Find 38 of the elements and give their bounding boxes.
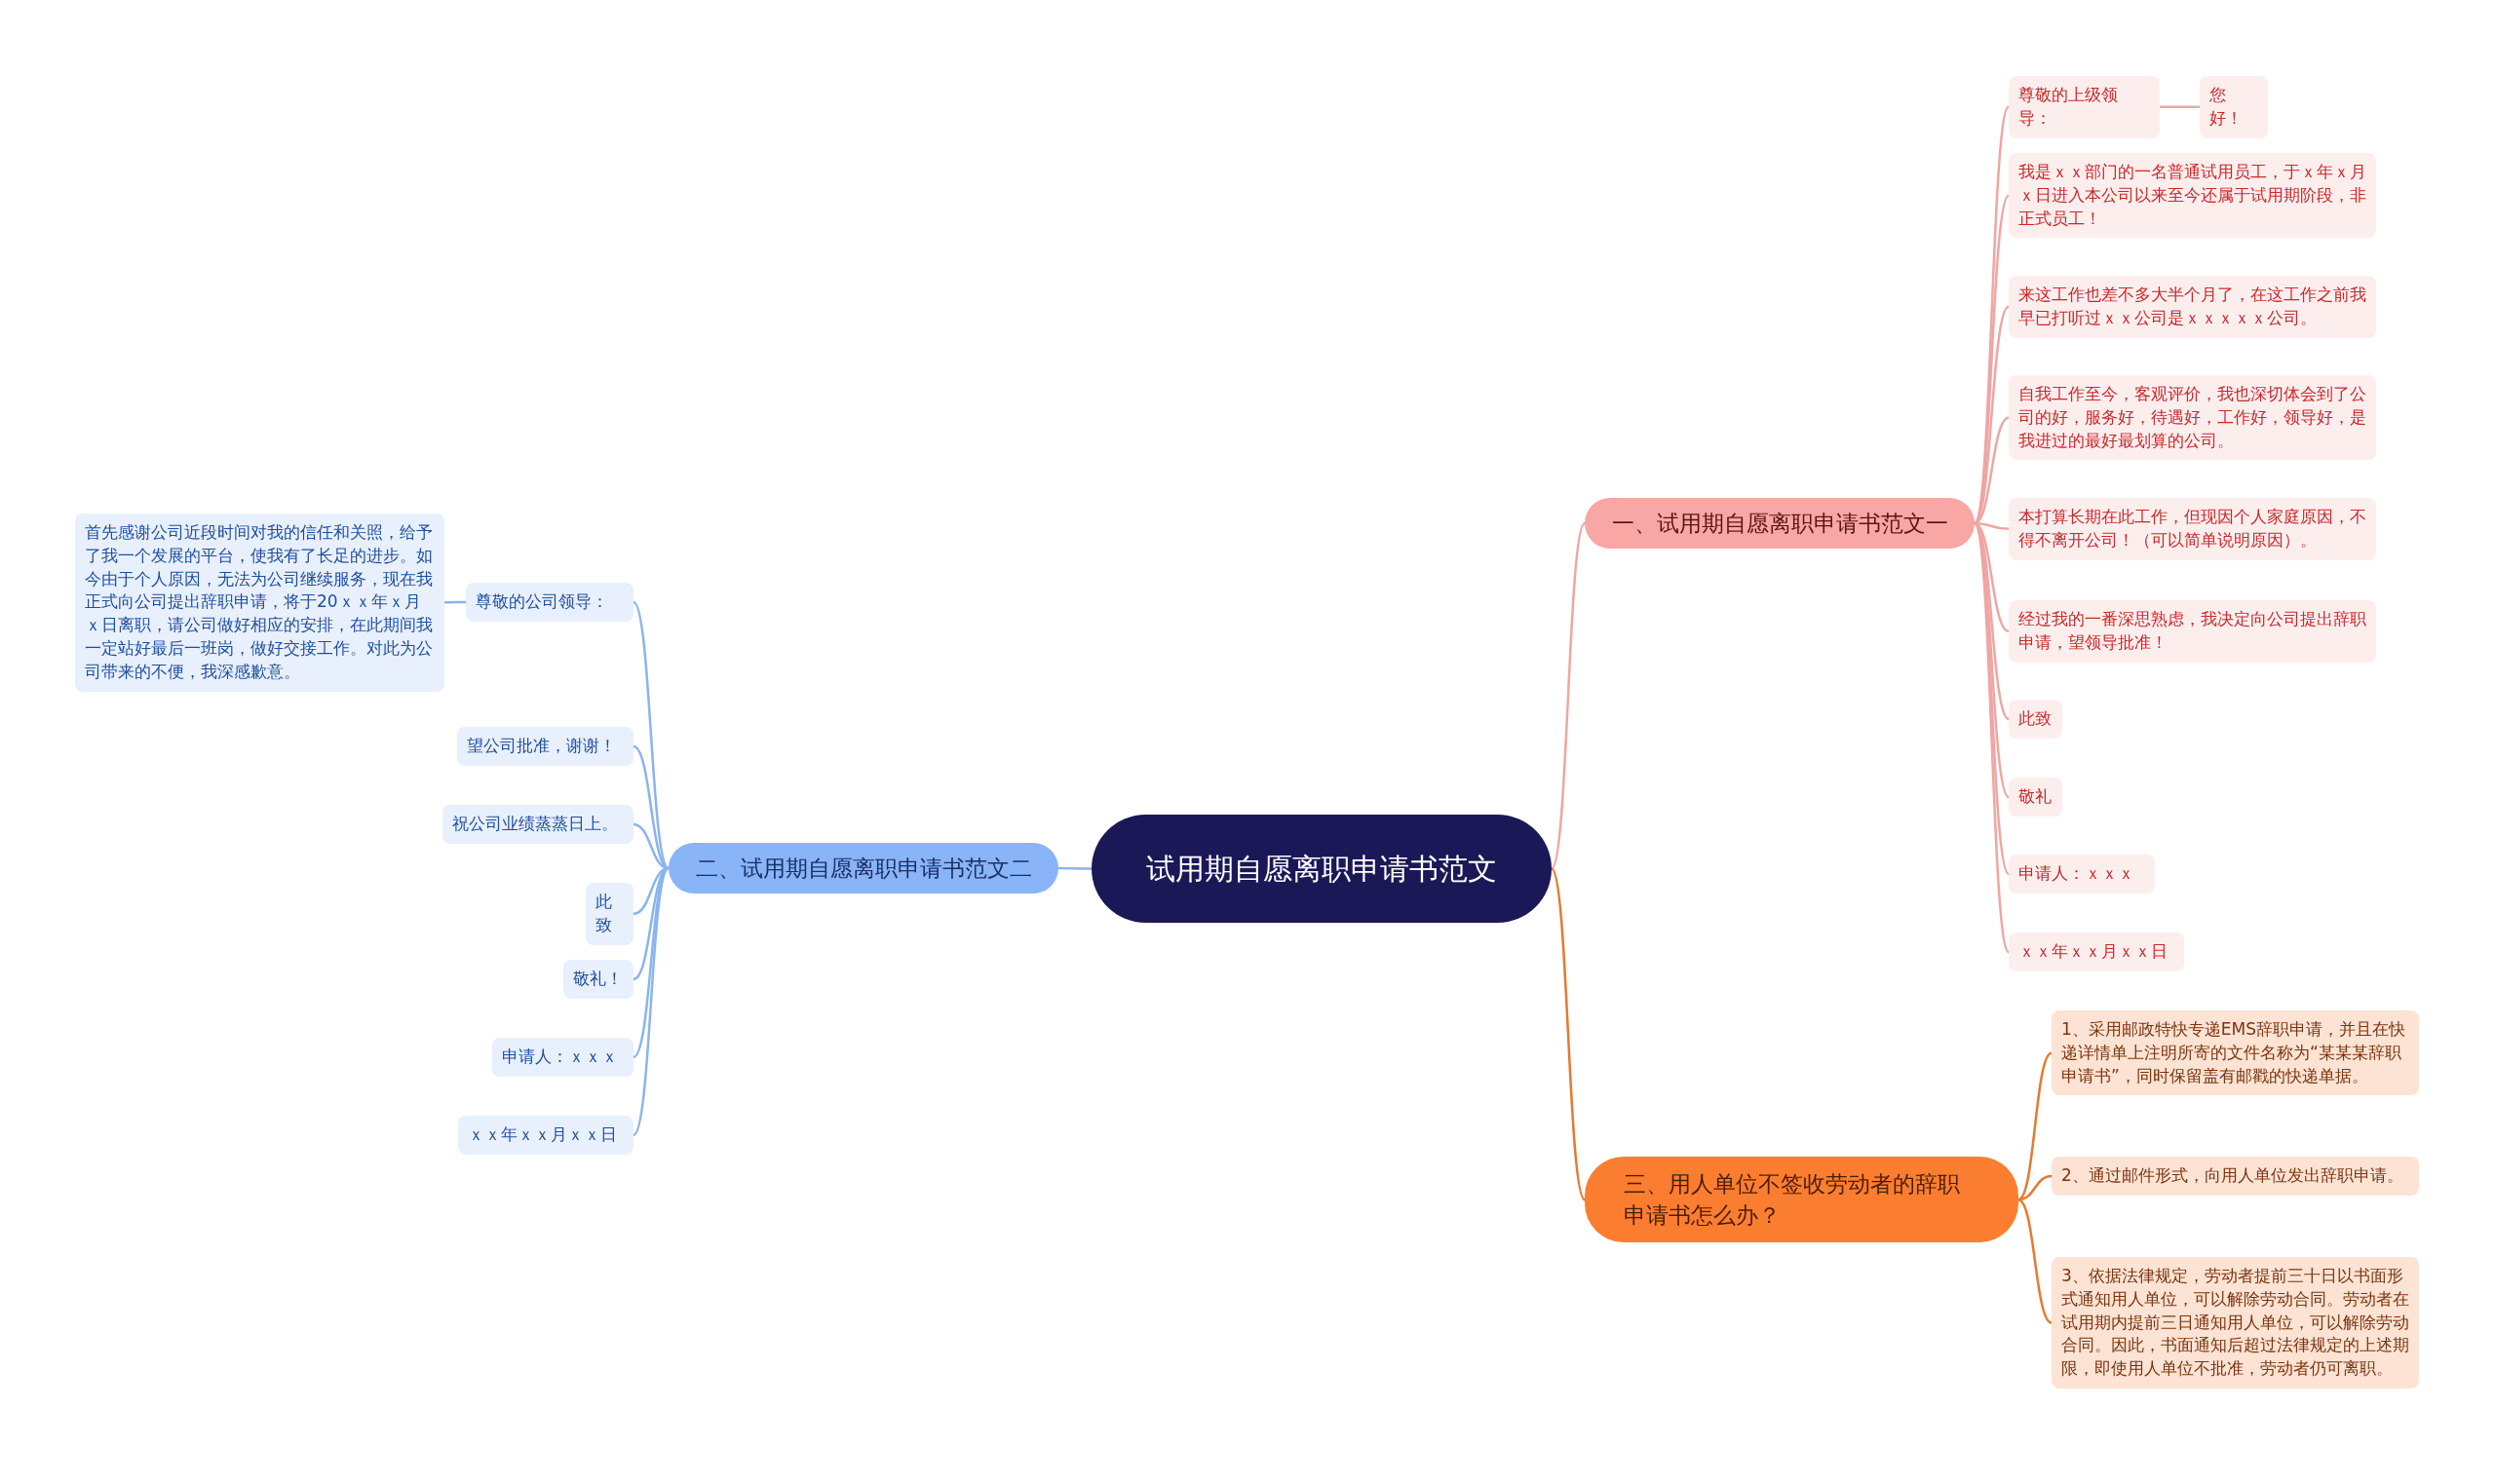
topic-box: 经过我的一番深思熟虑，我决定向公司提出辞职申请，望领导批准！	[2009, 600, 2376, 663]
topic-box: 敬礼	[2009, 778, 2062, 817]
topic-box: 望公司批准，谢谢！	[457, 727, 633, 766]
topic-box: 3、依据法律规定，劳动者提前三十日以书面形式通知用人单位，可以解除劳动合同。劳动者在试用期内提前三日通知用人单位，可以解除劳动合同。因此，书面通知后超过法律规定的上述期限，即使用人单位不批准，劳动者仍可离职。	[2052, 1257, 2419, 1389]
topic-box: 此致	[586, 883, 633, 945]
topic-box: 自我工作至今，客观评价，我也深切体会到了公司的好，服务好，待遇好，工作好，领导好，是我进过的最好最划算的公司。	[2009, 375, 2376, 461]
connector-line	[1973, 195, 2011, 524]
topic-box: 来这工作也差不多大半个月了，在这工作之前我早已打听过ｘｘ公司是ｘｘｘｘｘ公司。	[2009, 276, 2376, 338]
branch-topic: 二、试用期自愿离职申请书范文二	[669, 843, 1058, 894]
branch-topic: 一、试用期自愿离职申请书范文一	[1585, 498, 1975, 550]
topic-box: 1、采用邮政特快专递EMS辞职申请，并且在快递详情单上注明所寄的文件名称为“某某某辞职申请书”，同时保留盖有邮戳的快递单据。	[2052, 1010, 2419, 1096]
topic-box: 申请人：ｘｘｘ	[2009, 855, 2155, 894]
topic-box: 本打算长期在此工作，但现因个人家庭原因，不得不离开公司！（可以简单说明原因）。	[2009, 498, 2376, 560]
connector-line	[1058, 866, 1092, 870]
branch-topic: 三、用人单位不签收劳动者的辞职申请书怎么办？	[1585, 1157, 2018, 1243]
connector-line	[633, 601, 670, 869]
connector-line	[1550, 522, 1587, 870]
topic-box: ｘｘ年ｘｘ月ｘｘ日	[458, 1116, 633, 1155]
topic-box: 祝公司业绩蒸蒸日上。	[442, 805, 633, 844]
topic-box: 敬礼！	[563, 960, 633, 999]
connector-line	[2017, 1199, 2053, 1324]
connector-line	[1550, 867, 1587, 1200]
topic-box: 此致	[2009, 700, 2062, 739]
connector-line	[2160, 105, 2200, 109]
connector-line	[444, 600, 466, 604]
topic-box: ｘｘ年ｘｘ月ｘｘ日	[2009, 932, 2184, 971]
central-topic: 试用期自愿离职申请书范文	[1092, 815, 1552, 923]
topic-box: 尊敬的公司领导：	[466, 583, 633, 622]
topic-box: 首先感谢公司近段时间对我的信任和关照，给予了我一个发展的平台，使我有了长足的进步。如今由于个人原因，无法为公司继续服务，现在我正式向公司提出辞职申请，将于20ｘｘ年ｘ月ｘ日离职，请公司做好相应的安排，在此期间我一定站好最后一班岗，做好交接工作。对此为公司带来的不便，我深感歉意。	[75, 514, 444, 692]
connector-line	[1973, 522, 2011, 953]
topic-box: 我是ｘｘ部门的一名普通试用员工，于ｘ年ｘ月ｘ日进入本公司以来至今还属于试用期阶段，非正式员工！	[2009, 153, 2376, 239]
connector-line	[2017, 1174, 2053, 1201]
connector-line	[2017, 1051, 2053, 1201]
topic-box: 尊敬的上级领导：	[2009, 76, 2160, 138]
topic-box: 申请人：ｘｘｘ	[492, 1038, 633, 1077]
connector-line	[633, 867, 670, 1136]
topic-box: 您好！	[2200, 76, 2268, 138]
topic-box: 2、通过邮件形式，向用人单位发出辞职申请。	[2052, 1157, 2419, 1196]
